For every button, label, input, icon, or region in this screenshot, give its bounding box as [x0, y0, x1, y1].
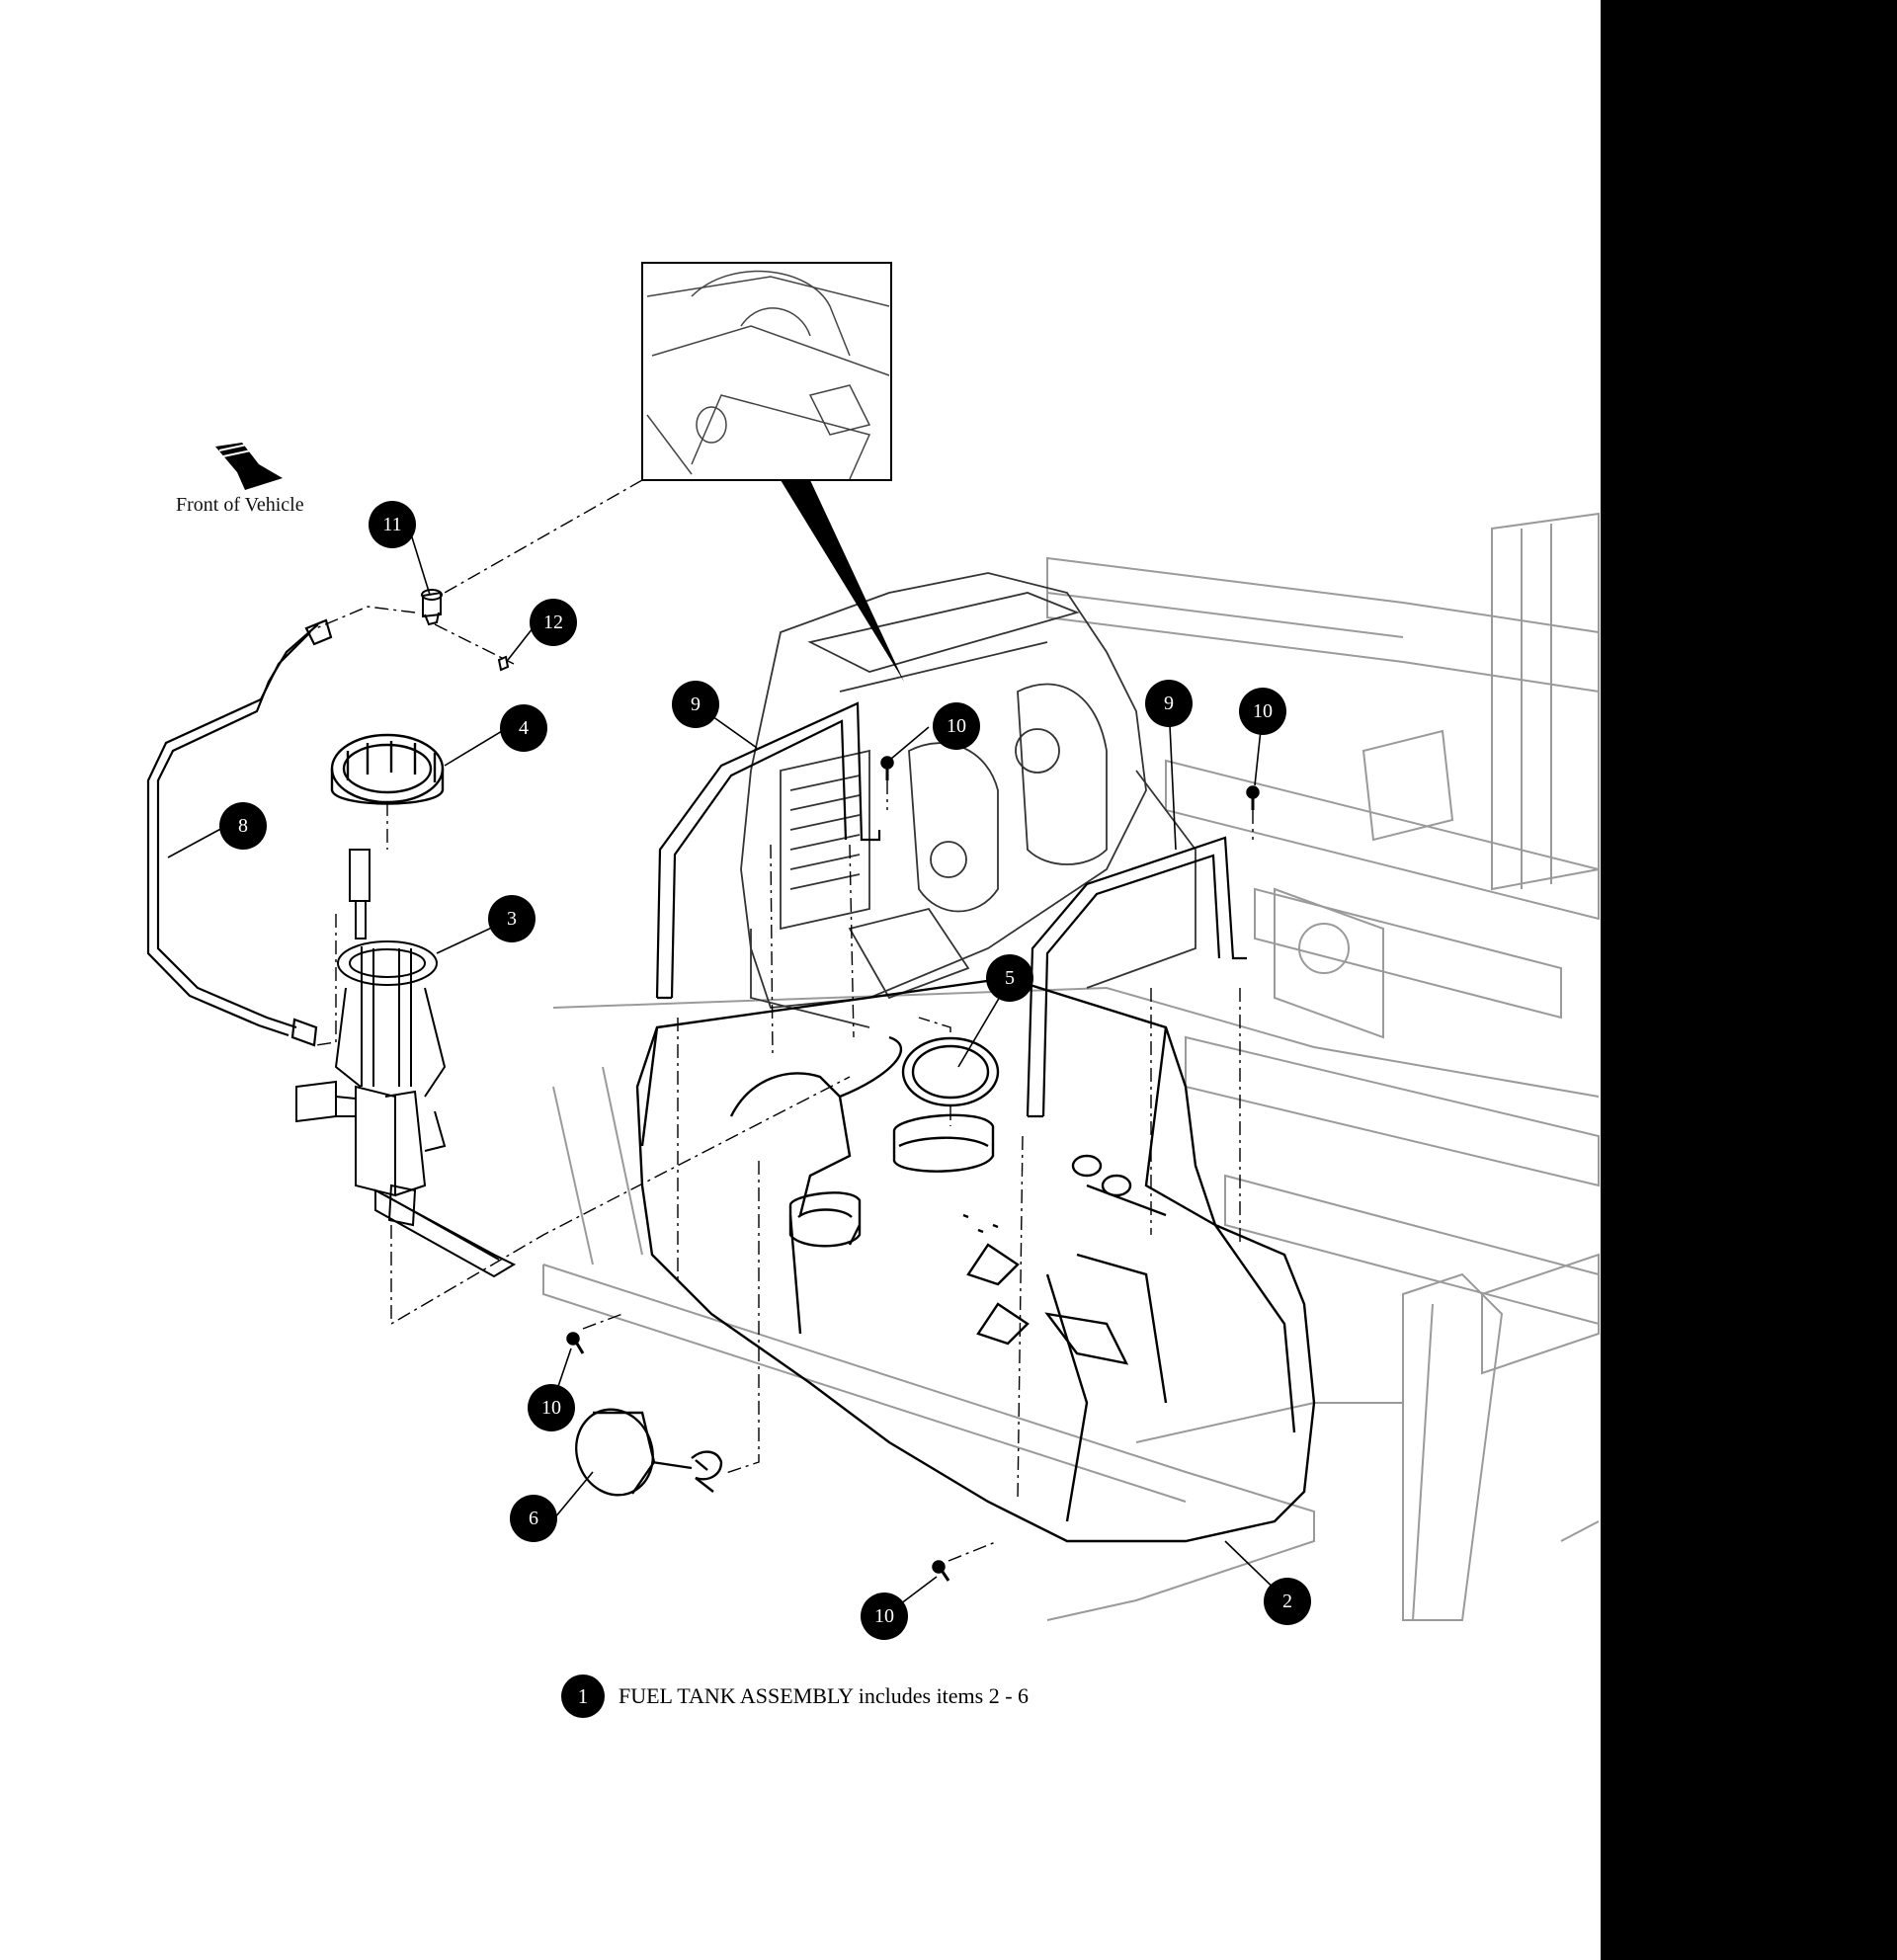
engine-assembly	[740, 572, 1196, 1028]
fuel-tank	[635, 976, 1316, 1543]
callout-label: 10	[874, 1605, 894, 1627]
callout-label: 12	[543, 612, 563, 633]
fuel-pump-module	[295, 849, 517, 1278]
callout-leaders	[167, 524, 1288, 1617]
callout-badge: 10	[1239, 688, 1286, 735]
pump-seal-ring	[901, 1036, 1000, 1107]
detail-inset	[641, 262, 904, 682]
callout-badge: 10	[933, 702, 980, 750]
callout-badge: 6	[510, 1495, 557, 1542]
callout-badge: 8	[219, 802, 267, 850]
callout-badge: 4	[500, 704, 547, 752]
callout-label: 10	[1253, 700, 1273, 722]
vehicle-frame	[542, 512, 1600, 1621]
callout-label: 10	[947, 715, 966, 737]
quick-connect-fitting	[421, 589, 443, 626]
fuel-cap	[575, 1408, 723, 1497]
callout-label: 4	[519, 717, 529, 739]
callout-badge: 2	[1264, 1578, 1311, 1625]
callout-badge: 10	[528, 1384, 575, 1431]
callout-badge: 11	[369, 501, 416, 548]
callout-label: 5	[1005, 967, 1015, 989]
callout-label: 9	[691, 694, 701, 715]
front-direction-arrow-icon	[215, 443, 283, 490]
callout-label: 3	[507, 908, 517, 930]
fuel-system-exploded-diagram: 11 12 4 8 3 9 10 9	[146, 262, 1600, 1640]
callout-badge: 9	[1145, 680, 1193, 727]
pump-lock-ring	[330, 733, 445, 805]
callout-label: 6	[529, 1508, 538, 1529]
mounting-screws	[566, 756, 1260, 1582]
callout-badge: 3	[488, 895, 536, 942]
callout-badge: 9	[672, 681, 719, 728]
front-of-vehicle-label: Front of Vehicle	[176, 494, 304, 516]
callout-badge: 10	[861, 1592, 908, 1640]
legend-badge: 1	[561, 1674, 605, 1718]
screw-clip	[497, 655, 510, 672]
callout-label: 2	[1282, 1591, 1292, 1612]
legend: 1 FUEL TANK ASSEMBLY includes items 2 - …	[561, 1674, 1030, 1718]
callout-label: 11	[382, 514, 401, 535]
callout-badge: 5	[986, 954, 1033, 1002]
legend-text: FUEL TANK ASSEMBLY includes items 2 - 6	[619, 1683, 1030, 1708]
callout-label: 10	[541, 1397, 561, 1419]
black-side-panel	[1601, 0, 1897, 1960]
callout-label: 9	[1164, 693, 1174, 714]
assembly-phantom-lines	[315, 479, 1254, 1562]
callout-badge: 12	[530, 599, 577, 646]
fuel-line-hose	[146, 618, 333, 1047]
callout-label: 8	[238, 815, 248, 837]
